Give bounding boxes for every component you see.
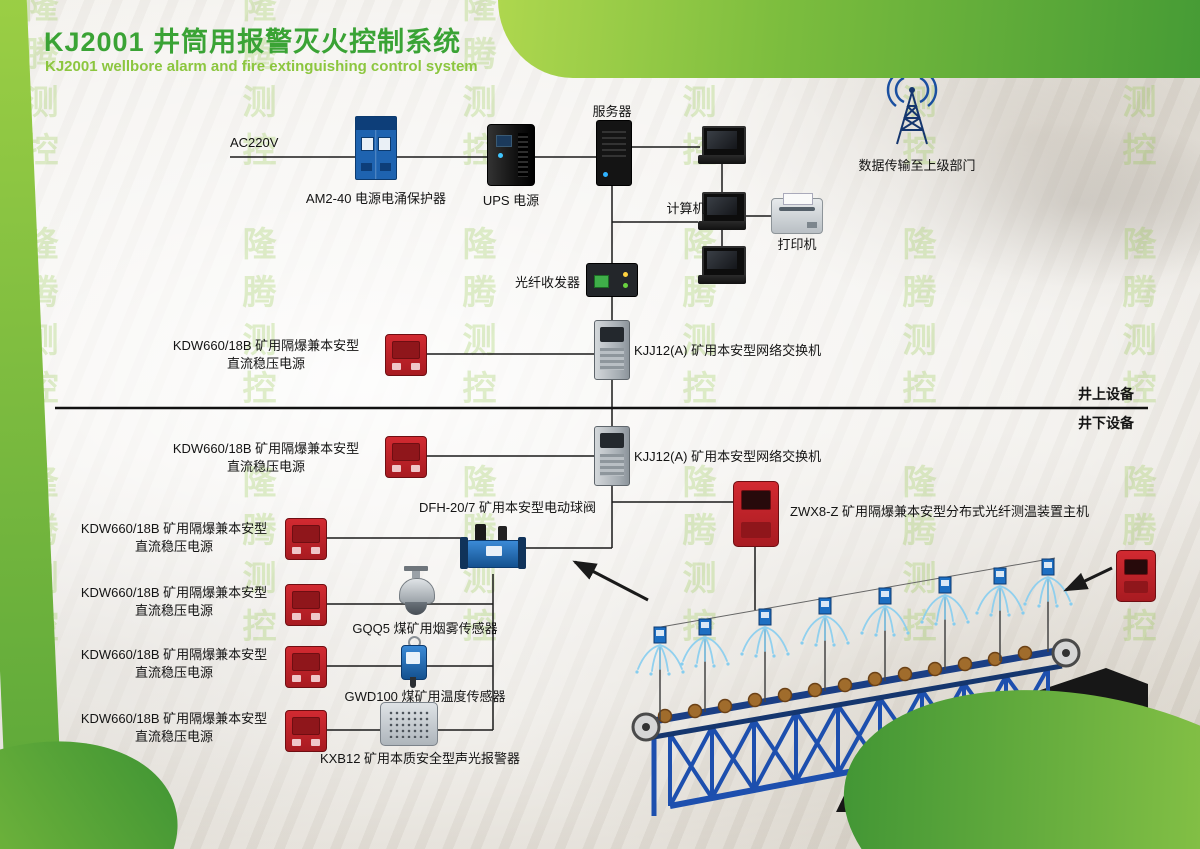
smoke-sensor-device [396, 566, 436, 620]
label-fiber-transceiver: 光纤收发器 [514, 275, 580, 290]
watermark-column: 隆腾测控隆腾测控隆腾测控 [232, 0, 281, 849]
arrow-from-host [1063, 566, 1113, 592]
label-ups: UPS 电源 [482, 193, 540, 208]
label-data-transmission: 数据传输至上级部门 [858, 158, 976, 173]
kdw660-power-device [285, 710, 327, 752]
label-temp-sensor: GWD100 煤矿用温度传感器 [344, 689, 506, 704]
kjj12-switch-device [594, 426, 630, 486]
label-underground-equipment: 井下设备 [1078, 415, 1134, 431]
surge-protector-device [355, 116, 397, 180]
label-zwx8: ZWX8-Z 矿用隔爆兼本安型分布式光纤测温装置主机 [790, 504, 1089, 519]
electric-ball-valve-device [460, 524, 526, 574]
kdw660-line2: 直流稳压电源 [226, 459, 305, 474]
label-ac220v: AC220V [230, 135, 279, 150]
label-surface-equipment: 井上设备 [1078, 386, 1134, 402]
arrow-to-valve [572, 560, 649, 602]
kdw660-line1: KDW660/18B 矿用隔爆兼本安型 [172, 441, 360, 456]
ups-device [487, 124, 535, 186]
kdw660-power-device [285, 584, 327, 626]
label-kdw660: KDW660/18B 矿用隔爆兼本安型直流稳压电源 [58, 520, 290, 556]
label-kdw660: KDW660/18B 矿用隔爆兼本安型直流稳压电源 [150, 337, 382, 373]
label-surge-protector: AM2-40 电源电涌保护器 [305, 191, 447, 206]
kdw660-line2: 直流稳压电源 [226, 356, 305, 371]
watermark-text: 隆腾测控 [237, 226, 275, 418]
kdw660-line2: 直流稳压电源 [134, 539, 213, 554]
watermark-text: 隆腾测控 [237, 0, 275, 180]
kdw660-line2: 直流稳压电源 [134, 665, 213, 680]
zwx8-host-device [733, 481, 779, 547]
label-valve: DFH-20/7 矿用本安型电动球阀 [419, 500, 596, 515]
laptop-device [698, 246, 746, 290]
laptop-device [698, 126, 746, 170]
kdw660-power-device [385, 334, 427, 376]
kdw660-power-device [285, 646, 327, 688]
connection-wires [230, 146, 771, 731]
label-kdw660: KDW660/18B 矿用隔爆兼本安型直流稳压电源 [58, 710, 290, 746]
kdw660-line1: KDW660/18B 矿用隔爆兼本安型 [80, 585, 268, 600]
kjj12-switch-device [594, 320, 630, 380]
sound-light-alarm-device [380, 702, 438, 746]
page-title: KJ2001 井筒用报警灭火控制系统 [44, 27, 462, 57]
kdw660-line2: 直流稳压电源 [134, 603, 213, 618]
printer-device [771, 193, 823, 234]
label-computer: 计算机 [666, 201, 706, 216]
watermark-text: 隆腾测控 [237, 464, 275, 656]
kdw660-power-device [285, 518, 327, 560]
laptop-device [698, 192, 746, 236]
watermark-text: 隆腾测控 [1117, 226, 1155, 418]
label-kjj12-lower: KJJ12(A) 矿用本安型网络交换机 [634, 449, 822, 464]
green-header-band [498, 0, 1200, 78]
label-server: 服务器 [592, 104, 632, 119]
label-kdw660: KDW660/18B 矿用隔爆兼本安型直流稳压电源 [150, 440, 382, 476]
label-printer: 打印机 [777, 237, 817, 252]
label-smoke-sensor: GQQ5 煤矿用烟雾传感器 [352, 621, 498, 636]
label-alarm: KXB12 矿用本质安全型声光报警器 [319, 751, 521, 766]
zwx8-substation-device [1116, 550, 1156, 602]
kdw660-power-device [385, 436, 427, 478]
end-pulleys [631, 638, 1081, 742]
label-kdw660: KDW660/18B 矿用隔爆兼本安型直流稳压电源 [58, 584, 290, 620]
fiber-transceiver-device [586, 263, 638, 297]
label-kjj12-upper: KJJ12(A) 矿用本安型网络交换机 [634, 343, 822, 358]
label-kdw660: KDW660/18B 矿用隔爆兼本安型直流稳压电源 [58, 646, 290, 682]
kdw660-line2: 直流稳压电源 [134, 729, 213, 744]
belt-rollers [657, 645, 1033, 724]
kdw660-line1: KDW660/18B 矿用隔爆兼本安型 [80, 711, 268, 726]
kdw660-line1: KDW660/18B 矿用隔爆兼本安型 [172, 338, 360, 353]
page-subtitle: KJ2001 wellbore alarm and fire extinguis… [45, 58, 478, 75]
watermark-text: 隆腾测控 [457, 226, 495, 418]
fiber-cable-line [654, 557, 1056, 629]
watermark-text: 隆腾测控 [897, 226, 935, 418]
belt-lower-edge [647, 663, 1063, 741]
kdw660-line1: KDW660/18B 矿用隔爆兼本安型 [80, 647, 268, 662]
temperature-sensor-device [398, 636, 428, 688]
kdw660-line1: KDW660/18B 矿用隔爆兼本安型 [80, 521, 268, 536]
antenna-icon [886, 73, 938, 145]
server-device [596, 120, 632, 186]
